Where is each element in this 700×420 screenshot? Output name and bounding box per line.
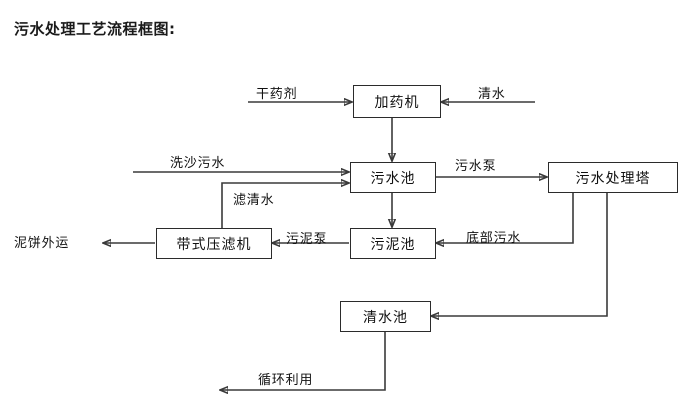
edge-clean-water-pool-to-recycle	[220, 332, 386, 390]
node-sludge-pool[interactable]: 污泥池	[350, 228, 436, 259]
label-mud-cake-out: 泥饼外运	[14, 236, 70, 251]
node-sewage-treatment-tower[interactable]: 污水处理塔	[548, 162, 678, 193]
page-title: 污水处理工艺流程框图:	[14, 20, 176, 38]
edge-bottom-sewage-to-sludge-pool	[436, 193, 574, 243]
node-dosing-machine[interactable]: 加药机	[353, 85, 441, 118]
node-sewage-pool[interactable]: 污水池	[350, 162, 436, 193]
label-clean-water-in: 清水	[478, 87, 506, 102]
label-dry-agent: 干药剂	[256, 87, 298, 102]
label-sludge-pump: 污泥泵	[286, 232, 328, 247]
label-filtered-clear-water: 滤清水	[233, 193, 275, 208]
edge-tower-to-clean-water-pool	[431, 193, 608, 316]
label-bottom-sewage: 底部污水	[466, 231, 522, 246]
edge-filtered-water-to-sewage-pool	[221, 183, 349, 228]
label-sewage-pump: 污水泵	[455, 159, 497, 174]
node-belt-filter-press[interactable]: 带式压滤机	[156, 228, 272, 259]
label-recycle-use: 循环利用	[258, 373, 314, 388]
node-clean-water-pool[interactable]: 清水池	[340, 301, 431, 332]
label-sand-wash-sewage: 洗沙污水	[170, 156, 226, 171]
